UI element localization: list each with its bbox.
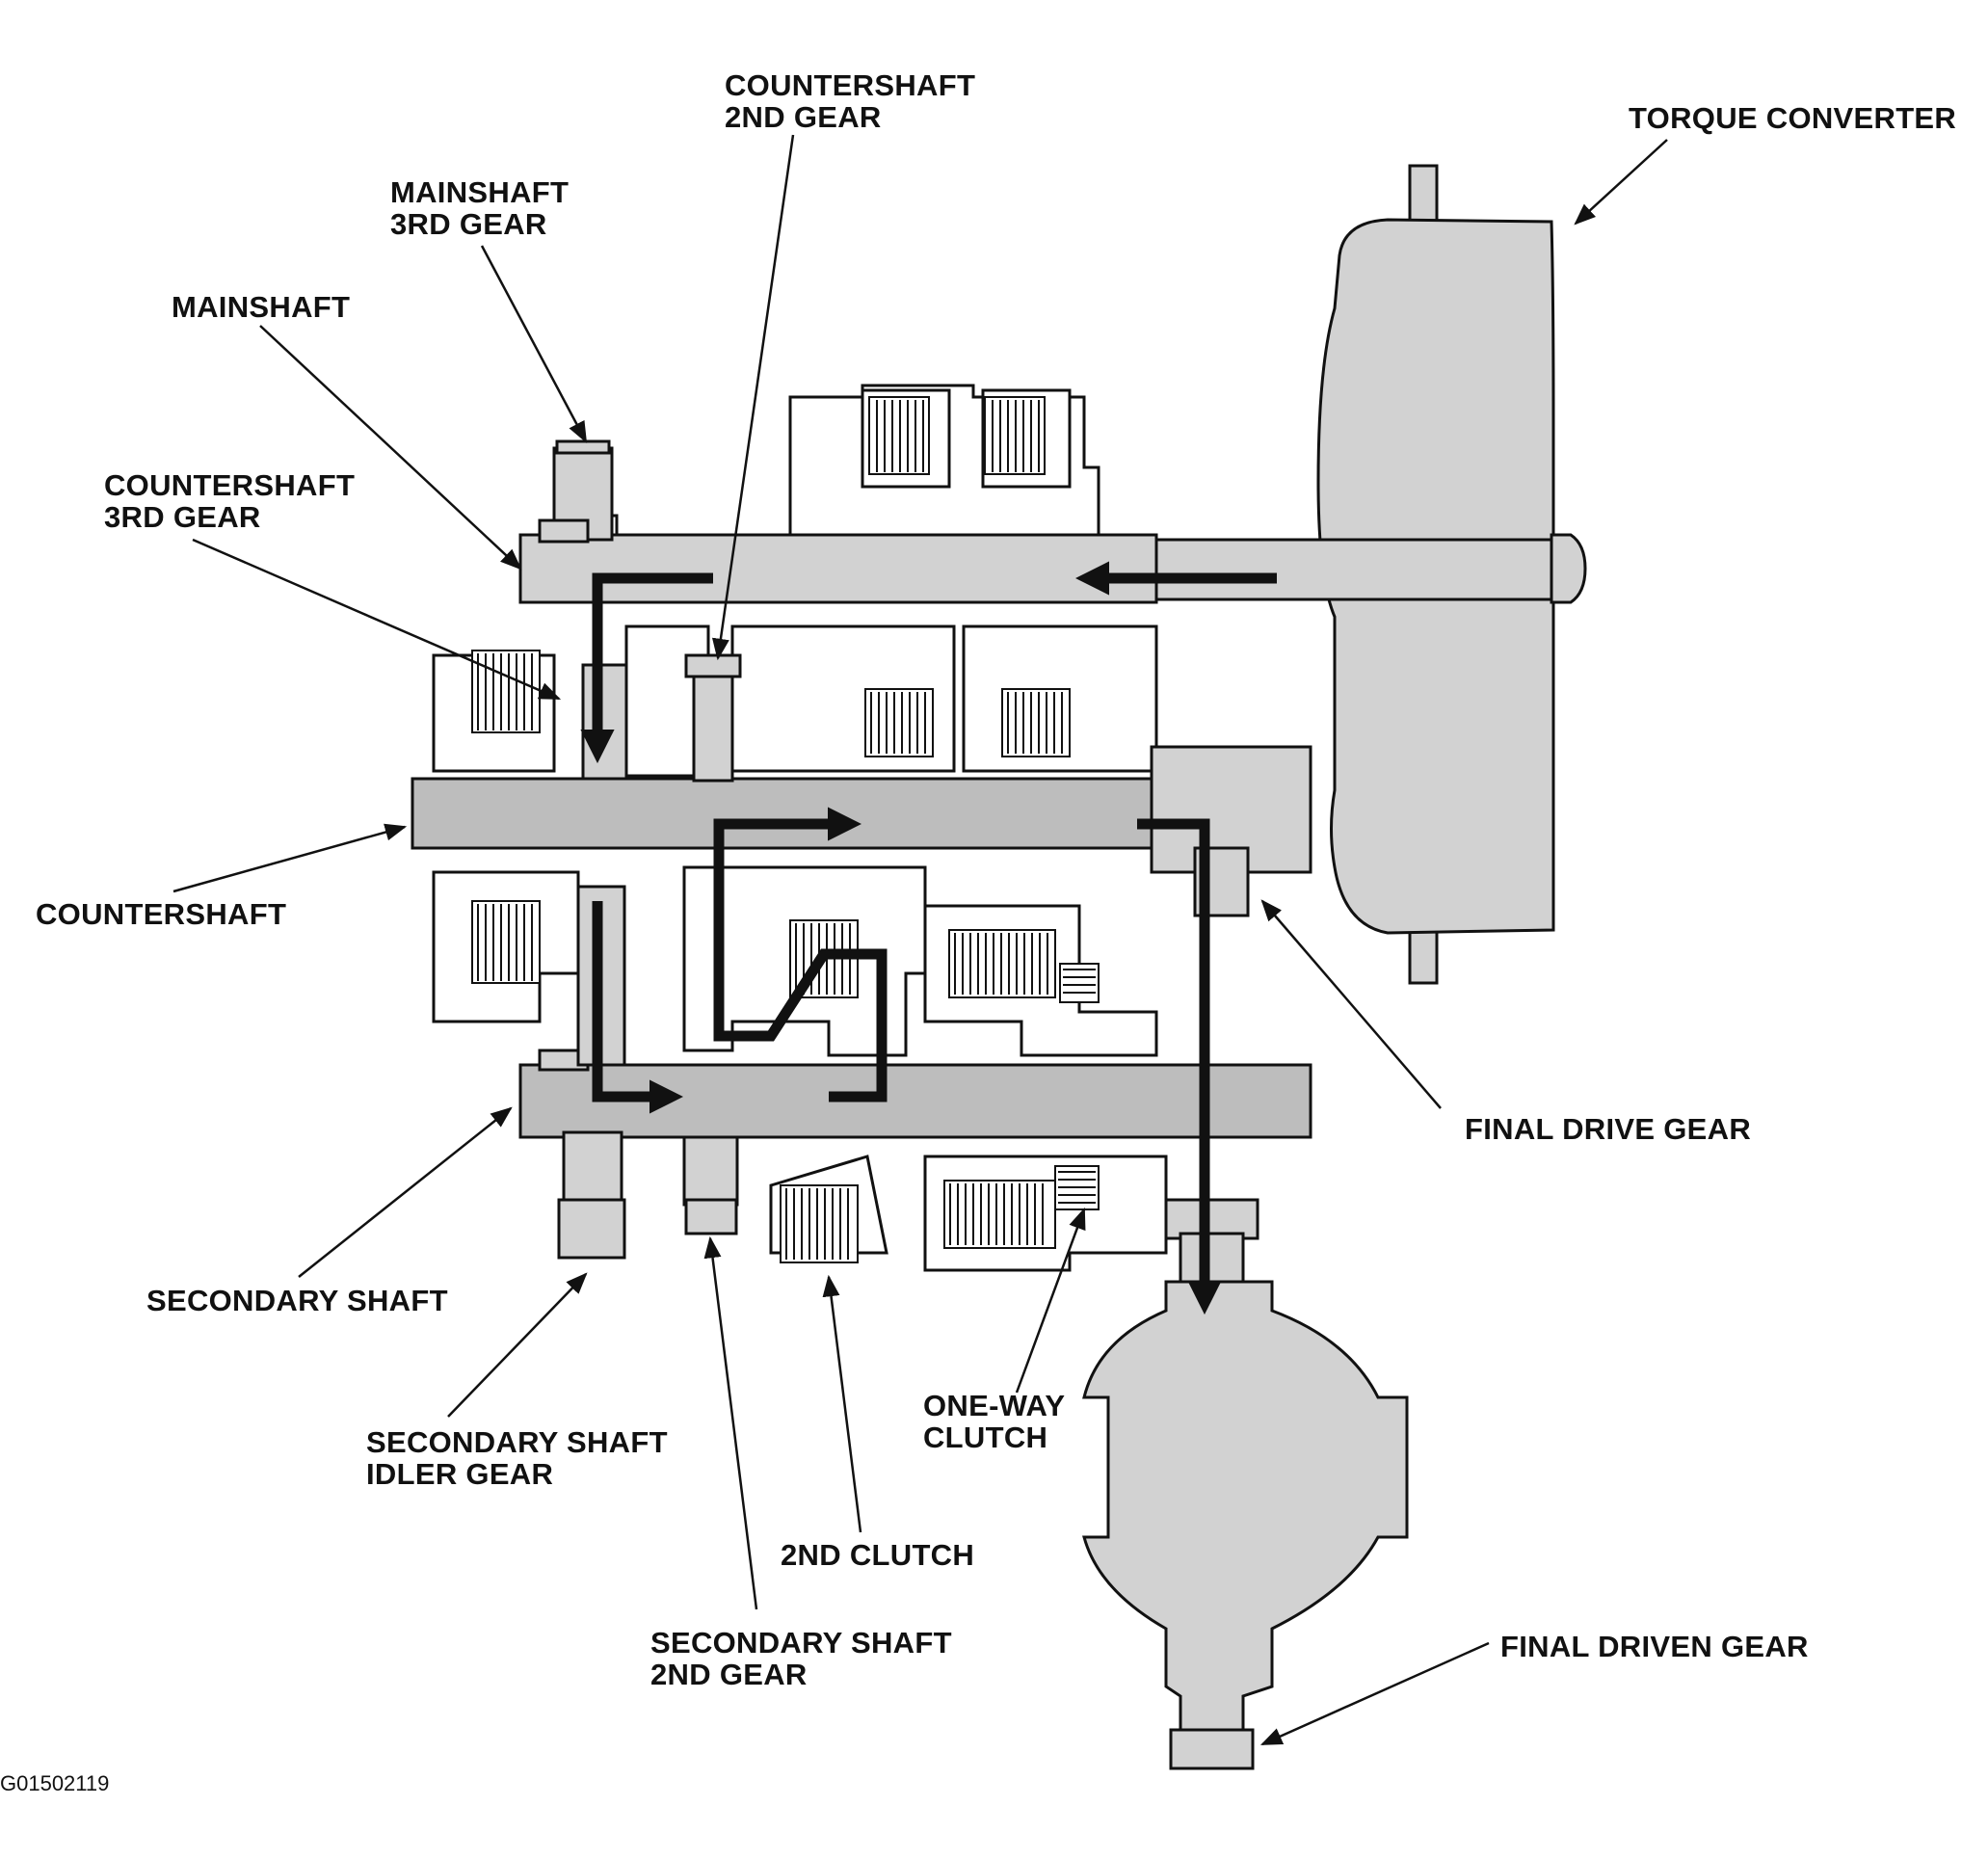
countershaft-2nd-gear-label: COUNTERSHAFT 2ND GEAR xyxy=(725,69,975,133)
one-way-clutch-label: ONE-WAY CLUTCH xyxy=(923,1390,1065,1453)
countershaft-3rd-gear-label: COUNTERSHAFT 3RD GEAR xyxy=(104,469,355,533)
countershaft-2nd-gear-label-line2: 2ND GEAR xyxy=(725,100,882,134)
countershaft-label: COUNTERSHAFT xyxy=(36,897,287,931)
secondary-shaft-2nd-gear-label: SECONDARY SHAFT 2ND GEAR xyxy=(650,1627,952,1690)
final-drive-gear-label: FINAL DRIVE GEAR xyxy=(1465,1112,1752,1146)
secondary-shaft-idler-gear-label-line2: IDLER GEAR xyxy=(366,1457,554,1491)
countershaft-2nd-gear-label-line1: COUNTERSHAFT xyxy=(725,68,976,102)
countershaft-3rd-gear-label-line1: COUNTERSHAFT xyxy=(104,468,356,502)
mainshaft-3rd-gear-label-line2: 3RD GEAR xyxy=(390,207,547,241)
mainshaft-label: MAINSHAFT xyxy=(172,290,351,324)
one-way-clutch-label-line1: ONE-WAY xyxy=(923,1389,1066,1422)
leader-lines xyxy=(172,134,1668,1746)
secondary-shaft-idler-gear-label-line1: SECONDARY SHAFT xyxy=(366,1425,668,1459)
secondary-shaft-label: SECONDARY SHAFT xyxy=(146,1284,448,1317)
secondary-shaft-idler-gear-label: SECONDARY SHAFT IDLER GEAR xyxy=(366,1426,668,1490)
power-flow-arrows xyxy=(580,561,1277,1315)
2nd-clutch-label: 2ND CLUTCH xyxy=(781,1538,975,1572)
one-way-clutch-label-line2: CLUTCH xyxy=(923,1421,1048,1454)
upper-clutch-packs xyxy=(471,396,1071,757)
mainshaft xyxy=(518,439,1587,604)
mainshaft-3rd-gear-label-line1: MAINSHAFT xyxy=(390,175,570,209)
secondary-shaft-2nd-gear-label-line2: 2ND GEAR xyxy=(650,1658,808,1691)
figure-code: G01502119 xyxy=(0,1771,110,1795)
secondary-shaft-2nd-gear-label-line1: SECONDARY SHAFT xyxy=(650,1626,952,1660)
final-driven-gear-label: FINAL DRIVEN GEAR xyxy=(1500,1630,1809,1663)
differential xyxy=(1082,1198,1409,1770)
countershaft-3rd-gear-label-line2: 3RD GEAR xyxy=(104,500,261,534)
mainshaft-3rd-gear-label: MAINSHAFT 3RD GEAR xyxy=(390,176,569,240)
torque-converter-label: TORQUE CONVERTER xyxy=(1629,101,1957,135)
